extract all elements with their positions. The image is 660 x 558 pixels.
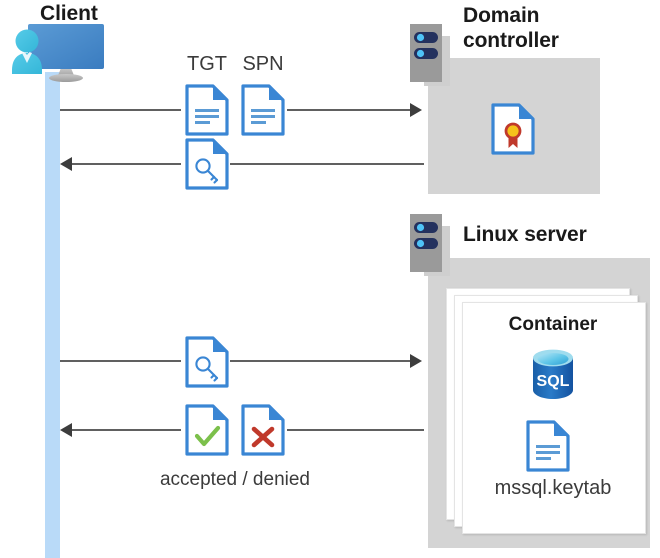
denied-document-icon (241, 404, 285, 456)
certificate-document-icon (491, 103, 535, 155)
keytab-label: mssql.keytab (494, 477, 612, 499)
tgt-label: TGT (187, 53, 227, 75)
key-document-icon-1 (185, 138, 229, 190)
spn-label: SPN (242, 53, 284, 75)
message-1-arrow (58, 101, 424, 119)
accepted-denied-caption: accepted / denied (159, 469, 310, 490)
client-lifeline (45, 72, 60, 558)
client-label: Client (40, 2, 98, 25)
keytab-document-icon (526, 420, 570, 472)
message-3-arrow (58, 352, 424, 370)
key-document-icon-2 (185, 336, 229, 388)
domain-controller-server-rack-icon (410, 24, 450, 86)
container-card-front[interactable] (462, 302, 646, 534)
domain-controller-label-line1: Domain (463, 4, 540, 27)
sql-database-icon: SQL (524, 346, 582, 404)
linux-server-server-rack-icon (410, 214, 450, 276)
linux-server-label: Linux server (463, 223, 587, 246)
spn-document-icon (241, 84, 285, 136)
client-icon (8, 22, 113, 84)
message-4-arrow (58, 421, 424, 439)
svg-text:SQL: SQL (537, 373, 570, 390)
message-2-arrow (58, 155, 424, 173)
accepted-document-icon (185, 404, 229, 456)
domain-controller-label-line2: controller (463, 29, 559, 52)
tgt-document-icon (185, 84, 229, 136)
container-label: Container (508, 314, 598, 335)
